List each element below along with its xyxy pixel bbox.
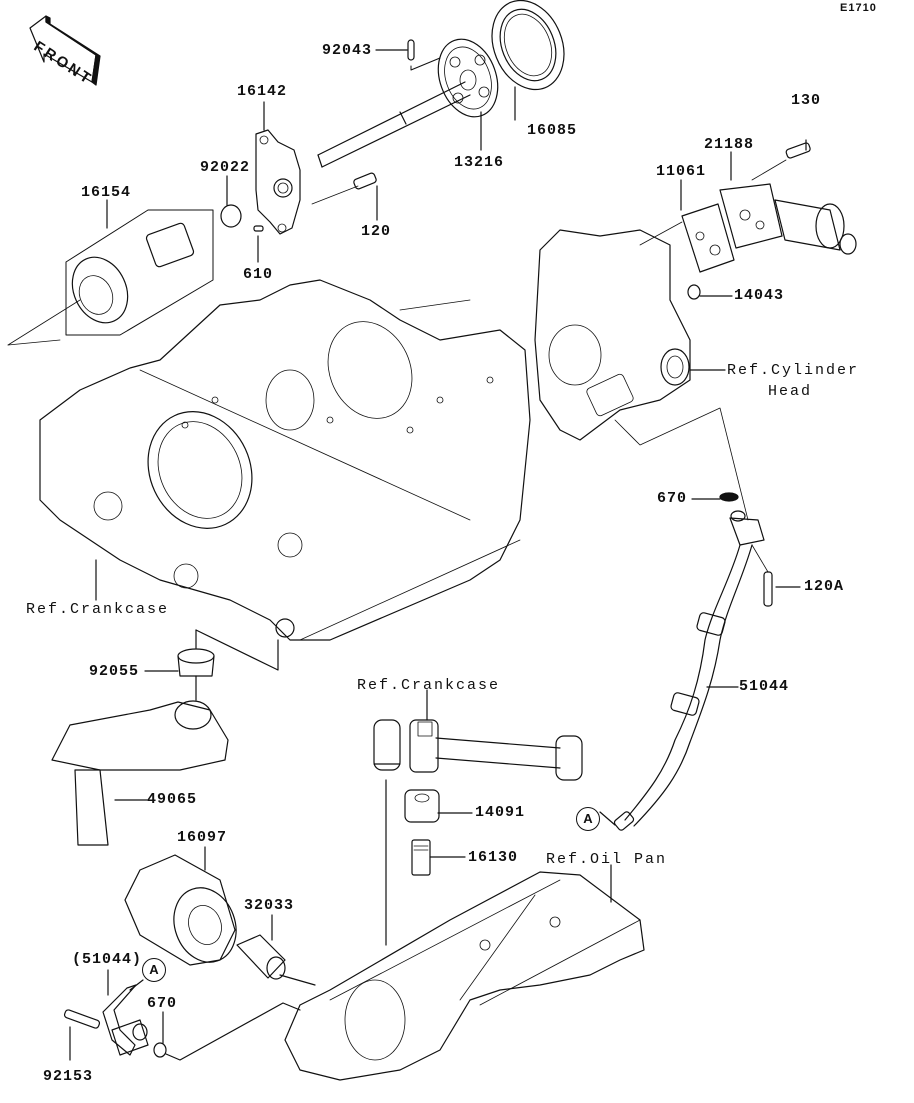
pin-610 xyxy=(253,225,264,232)
gear-13216 xyxy=(437,38,499,118)
part-label-16130[interactable]: 16130 xyxy=(468,849,519,866)
part-label-92022[interactable]: 92022 xyxy=(200,159,251,176)
cylinder-head xyxy=(534,229,749,521)
oil-pump-shaft xyxy=(317,81,471,168)
part-label-16097[interactable]: 16097 xyxy=(177,829,228,846)
ref-label-crankcase-left: Ref.Crankcase xyxy=(26,601,170,618)
gasket-11061 xyxy=(639,203,735,273)
bolt-130 xyxy=(751,142,811,181)
part-label-120a[interactable]: 120A xyxy=(804,578,845,595)
part-label-51044[interactable]: 51044 xyxy=(739,678,790,695)
part-label-670-upper[interactable]: 670 xyxy=(657,490,688,507)
part-label-92153[interactable]: 92153 xyxy=(43,1068,94,1085)
part-label-92043[interactable]: 92043 xyxy=(322,42,373,59)
leader-lines xyxy=(69,49,807,1061)
part-label-16142[interactable]: 16142 xyxy=(237,83,288,100)
pin-92043 xyxy=(407,39,441,71)
oring-670-upper xyxy=(719,492,739,502)
oil-pipe-51044 xyxy=(613,510,765,831)
part-label-16154[interactable]: 16154 xyxy=(81,184,132,201)
part-label-14043[interactable]: 14043 xyxy=(734,287,785,304)
ref-label-crankcase-center: Ref.Crankcase xyxy=(357,677,501,694)
part-label-120[interactable]: 120 xyxy=(361,223,392,240)
ref-label-cylinder-head-line2: Head xyxy=(768,383,813,400)
collar-14091 xyxy=(404,789,440,823)
part-label-16085[interactable]: 16085 xyxy=(527,122,578,139)
rotor-set-16154 xyxy=(7,209,214,346)
part-label-51044-ref[interactable]: (51044) xyxy=(72,951,143,968)
oil-passage-pipe xyxy=(373,719,583,781)
oring-670-lower xyxy=(153,1042,167,1058)
part-label-130[interactable]: 130 xyxy=(791,92,822,109)
seal-92055 xyxy=(177,648,215,677)
ref-label-oil-pan: Ref.Oil Pan xyxy=(546,851,668,868)
part-label-13216[interactable]: 13216 xyxy=(454,154,505,171)
part-label-21188[interactable]: 21188 xyxy=(704,136,755,153)
washer-92022 xyxy=(220,204,242,228)
part-label-92055[interactable]: 92055 xyxy=(89,663,140,680)
oil-pipe-51044-lower xyxy=(102,984,149,1056)
part-label-11061[interactable]: 11061 xyxy=(656,163,707,180)
diagram-code: E1710 xyxy=(840,2,877,14)
part-label-670-lower[interactable]: 670 xyxy=(147,995,178,1012)
part-label-32033[interactable]: 32033 xyxy=(244,897,295,914)
pipe-32033 xyxy=(236,934,286,980)
connector-marker-a-upper: A xyxy=(576,807,600,831)
oil-strainer-49065 xyxy=(51,700,229,846)
oil-filter-16097 xyxy=(124,854,237,966)
bolt-120a xyxy=(751,544,773,607)
part-label-49065[interactable]: 49065 xyxy=(147,791,198,808)
bolt-120 xyxy=(311,172,377,205)
bolt-92153 xyxy=(63,1009,101,1029)
front-arrow-icon xyxy=(29,15,101,86)
part-label-14091[interactable]: 14091 xyxy=(475,804,526,821)
connector-marker-a-lower: A xyxy=(142,958,166,982)
solenoid-valve-21188 xyxy=(719,183,857,255)
oil-pan xyxy=(284,871,645,1081)
pump-cover-16142 xyxy=(255,129,301,235)
gear-16085 xyxy=(491,0,565,91)
plug-14043 xyxy=(687,284,701,300)
ref-label-cylinder-head-line1: Ref.Cylinder xyxy=(727,362,860,379)
relief-valve-16130 xyxy=(411,839,431,876)
crankcase-housing xyxy=(39,279,531,641)
part-label-610[interactable]: 610 xyxy=(243,266,274,283)
